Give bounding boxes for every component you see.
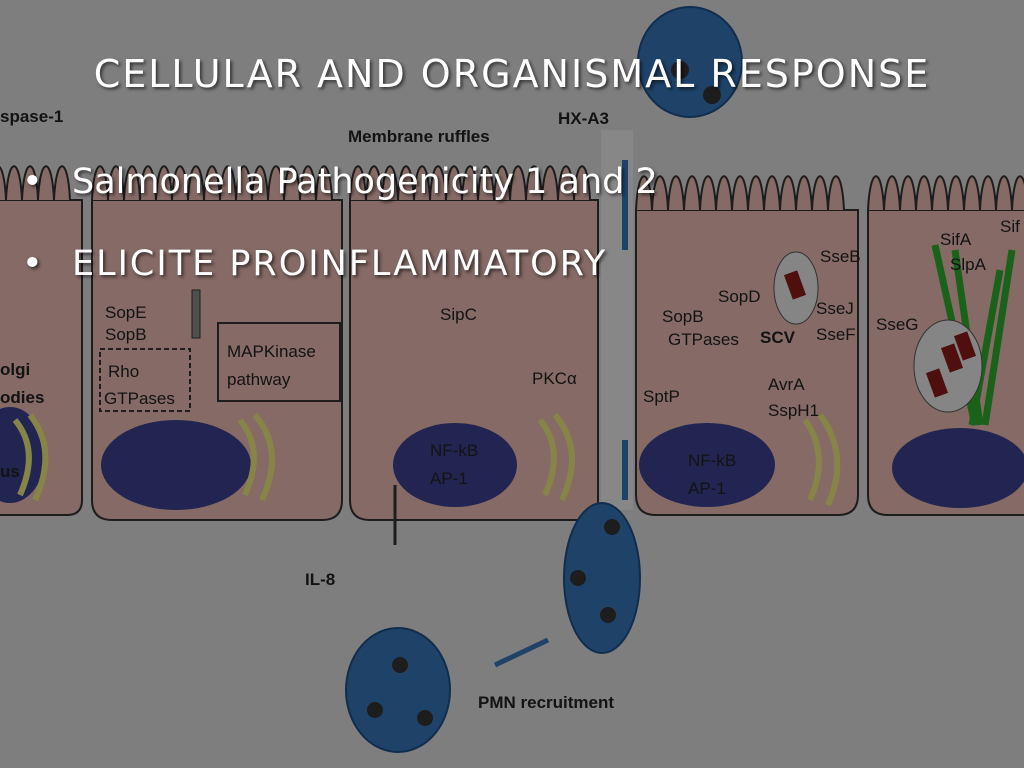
label: SifA bbox=[940, 230, 972, 249]
label: NF-kB bbox=[688, 451, 736, 470]
microvillus-edge bbox=[91, 165, 333, 201]
label: Sif bbox=[1000, 217, 1020, 236]
label: SseG bbox=[876, 315, 919, 334]
neutrophil bbox=[563, 502, 641, 654]
label: SCV bbox=[760, 328, 796, 347]
pmn-arrow bbox=[493, 637, 550, 668]
label: SopB bbox=[105, 325, 147, 344]
label: GTPases bbox=[668, 330, 739, 349]
label: HX-A3 bbox=[558, 109, 609, 128]
rho-gtpases-box bbox=[99, 348, 191, 412]
label: SopD bbox=[718, 287, 761, 306]
label: AP-1 bbox=[688, 479, 726, 498]
microvillus-edge bbox=[867, 175, 1024, 211]
label: SspH1 bbox=[768, 401, 819, 420]
bullet-text: ELICITE PROINFLAMMATORY bbox=[72, 244, 608, 284]
label: spase-1 bbox=[0, 107, 63, 126]
label: odies bbox=[0, 388, 44, 407]
nucleus bbox=[101, 420, 251, 510]
bullet-item: • ELICITE PROINFLAMMATORY bbox=[22, 244, 658, 326]
microvillus-edge bbox=[0, 165, 71, 201]
label: SseJ bbox=[816, 299, 854, 318]
label: SopE bbox=[105, 303, 147, 322]
nucleus bbox=[892, 428, 1024, 508]
bullet-list: • Salmonella Pathogenicity 1 and 2 • ELI… bbox=[22, 162, 658, 326]
mapkinase-box bbox=[217, 322, 341, 402]
label: SseF bbox=[816, 325, 856, 344]
label: us bbox=[0, 462, 20, 481]
label: IL-8 bbox=[305, 570, 335, 589]
slide-title: CELLULAR AND ORGANISMAL RESPONSE bbox=[93, 52, 931, 96]
label: SseB bbox=[820, 247, 861, 266]
label: NF-kB bbox=[430, 441, 478, 460]
label: pathway bbox=[227, 370, 291, 389]
label: MAPKinase bbox=[227, 342, 316, 361]
label: olgi bbox=[0, 360, 30, 379]
nucleus bbox=[393, 423, 517, 507]
label: PKCα bbox=[532, 369, 577, 388]
label: SlpA bbox=[950, 255, 987, 274]
microvillus-edge bbox=[349, 165, 591, 201]
label: AvrA bbox=[768, 375, 805, 394]
microvilli bbox=[0, 165, 1024, 211]
label: SopB bbox=[662, 307, 704, 326]
label: SipC bbox=[440, 305, 477, 324]
bullet-marker: • bbox=[22, 162, 43, 202]
nuclei bbox=[0, 407, 1024, 510]
nucleus bbox=[639, 423, 775, 507]
microvillus-edge bbox=[635, 175, 845, 211]
label: GTPases bbox=[104, 389, 175, 408]
label: Membrane ruffles bbox=[348, 127, 490, 146]
bullet-marker: • bbox=[22, 244, 45, 284]
bullet-item: • Salmonella Pathogenicity 1 and 2 bbox=[22, 162, 658, 244]
label: PMN recruitment bbox=[478, 693, 614, 712]
label: AP-1 bbox=[430, 469, 468, 488]
nucleus bbox=[0, 407, 45, 503]
arrow-down bbox=[191, 289, 201, 339]
golgi-apparatus bbox=[12, 413, 841, 507]
label: SptP bbox=[643, 387, 680, 406]
bullet-text: Salmonella Pathogenicity 1 and 2 bbox=[72, 162, 658, 202]
label: Rho bbox=[108, 362, 139, 381]
